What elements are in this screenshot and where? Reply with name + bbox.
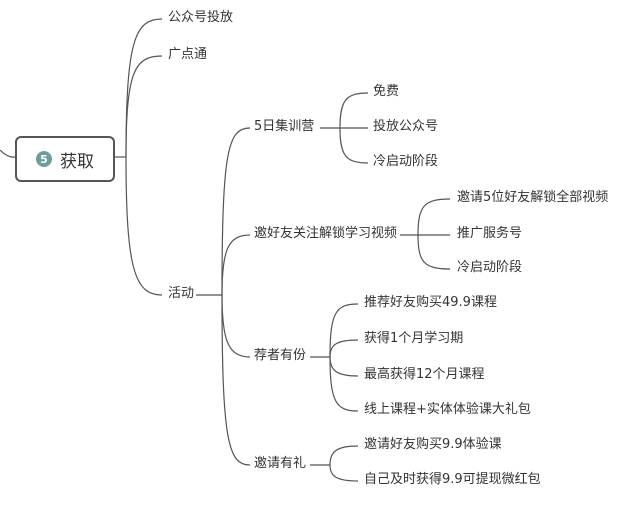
node-invite-unlock-child[interactable]: 推广服务号 xyxy=(457,226,523,241)
connector xyxy=(339,92,369,129)
connector xyxy=(329,356,359,377)
node-invite-unlock-child[interactable]: 邀请5位好友解锁全部视频 xyxy=(457,190,609,205)
node-activity[interactable]: 活动 xyxy=(168,286,195,301)
connector xyxy=(417,198,451,236)
node-invite-unlock[interactable]: 邀好友关注解锁学习视频 xyxy=(254,226,398,241)
node-invite-gift[interactable]: 邀请有礼 xyxy=(254,456,307,471)
connector xyxy=(221,294,251,358)
connector xyxy=(221,294,251,466)
node-referral-child[interactable]: 最高获得12个月课程 xyxy=(364,367,485,382)
connector xyxy=(125,55,163,158)
node-referral-child[interactable]: 获得1个月学习期 xyxy=(364,331,464,346)
connector xyxy=(329,356,359,412)
connector xyxy=(329,445,359,466)
connector xyxy=(0,149,16,158)
node-camp[interactable]: 5日集训营 xyxy=(254,119,315,134)
connector xyxy=(339,127,369,164)
node-referral-child[interactable]: 推荐好友购买49.9课程 xyxy=(364,295,497,310)
root-node[interactable]: 5 获取 xyxy=(15,136,115,182)
node-camp-child[interactable]: 免费 xyxy=(373,84,400,99)
connector xyxy=(221,127,251,296)
node-camp-child[interactable]: 投放公众号 xyxy=(373,119,439,134)
node-official-account[interactable]: 公众号投放 xyxy=(168,10,234,25)
connector xyxy=(125,156,163,296)
connector xyxy=(125,18,163,158)
node-referral[interactable]: 荐者有份 xyxy=(254,348,307,363)
node-camp-child[interactable]: 冷启动阶段 xyxy=(373,154,439,169)
node-referral-child[interactable]: 线上课程+实体体验课大礼包 xyxy=(364,402,531,417)
connector xyxy=(329,464,359,482)
node-invite-gift-child[interactable]: 邀请好友购买9.9体验课 xyxy=(364,437,502,452)
connector xyxy=(329,339,359,358)
connector xyxy=(329,303,359,358)
connector xyxy=(221,234,251,296)
connector xyxy=(417,234,451,270)
node-invite-unlock-child[interactable]: 冷启动阶段 xyxy=(457,260,523,275)
step-badge: 5 xyxy=(36,151,52,167)
node-gdt[interactable]: 广点通 xyxy=(168,47,208,62)
node-invite-gift-child[interactable]: 自己及时获得9.9可提现微红包 xyxy=(364,472,541,487)
root-label: 获取 xyxy=(60,151,94,172)
